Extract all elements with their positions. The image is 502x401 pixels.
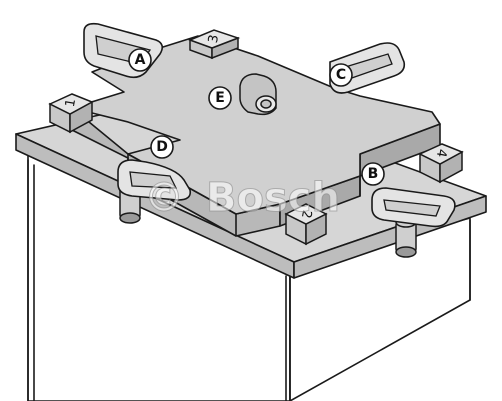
cell-plug-2: 2: [284, 203, 328, 246]
plug-number-1: 1: [63, 98, 79, 109]
cell-plug-1: 1: [48, 93, 94, 134]
vent-plug-e: [239, 73, 277, 116]
callout-e: E: [208, 86, 232, 110]
callout-label-e: E: [215, 90, 225, 106]
callout-label-c: C: [336, 67, 346, 83]
callout-label-a: A: [135, 52, 146, 68]
plug-number-4: 4: [433, 148, 449, 159]
callout-label-b: B: [368, 166, 379, 182]
cell-plug-4: 4: [418, 143, 464, 184]
plug-number-3: 3: [206, 34, 222, 45]
handle-bottom-right: [371, 187, 456, 228]
callout-c: C: [329, 63, 353, 87]
plug-number-2: 2: [298, 209, 314, 220]
handle-bottom-left: [117, 159, 192, 201]
callout-label-d: D: [156, 139, 168, 155]
callout-b: B: [361, 162, 385, 186]
cell-plug-3: 3: [187, 29, 241, 60]
watermark-text: Bosch: [206, 175, 340, 221]
callout-d: D: [150, 135, 174, 159]
callout-a: A: [128, 48, 152, 72]
watermark: © Bosch: [144, 175, 341, 222]
watermark-symbol: ©: [144, 175, 184, 221]
